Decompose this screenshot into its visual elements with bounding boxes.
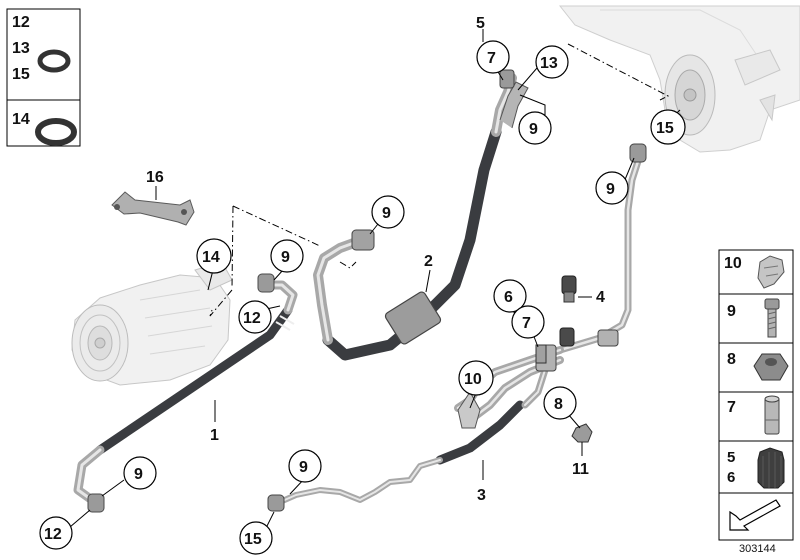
bolt-icon (764, 298, 780, 338)
callout-8: 8 (543, 386, 577, 420)
compressor-icon (71, 261, 233, 386)
callout-3: 3 (477, 487, 486, 504)
callout-13: 13 (535, 45, 569, 79)
callout-12: 12 (39, 516, 73, 550)
valve-core-icon (764, 395, 780, 435)
hose-1 (73, 273, 298, 513)
svg-text:1: 1 (210, 427, 219, 444)
callout-9: 9 (270, 239, 304, 273)
svg-text:2: 2 (424, 253, 433, 270)
kit-label-13: 13 (12, 40, 30, 57)
legend-frame (718, 249, 794, 541)
fitting-icon (597, 329, 619, 347)
svg-text:7: 7 (487, 50, 496, 67)
svg-text:7: 7 (522, 315, 531, 332)
callout-9: 9 (371, 195, 405, 229)
svg-text:3: 3 (477, 487, 486, 504)
legend-label-9: 9 (727, 303, 736, 320)
svg-text:15: 15 (656, 120, 674, 137)
svg-text:9: 9 (606, 181, 615, 198)
kit-label-15: 15 (12, 66, 30, 83)
pipe-3 (267, 329, 619, 512)
diagram-number: 303144 (739, 543, 776, 555)
callout-9: 9 (595, 171, 629, 205)
cap-icon (757, 447, 785, 489)
callout-6: 6 (493, 279, 527, 313)
small-o-ring-icon (37, 49, 71, 73)
callout-10: 10 (458, 360, 494, 396)
bracket-icon (111, 191, 195, 226)
svg-text:11: 11 (572, 461, 589, 478)
svg-text:9: 9 (134, 466, 143, 483)
callout-4: 4 (596, 289, 605, 306)
clip-icon (757, 255, 785, 289)
callout-9: 9 (123, 456, 157, 490)
legend-label-10: 10 (724, 255, 742, 272)
arrow-icon (729, 499, 781, 531)
leader-lines (69, 29, 681, 529)
large-o-ring-icon (35, 118, 77, 146)
hex-nut-icon (753, 353, 789, 381)
kit-label-14: 14 (12, 111, 30, 128)
callouts: 5 7 13 9 15 9 16 9 2 (39, 15, 686, 555)
legend-label-7: 7 (727, 399, 736, 416)
svg-text:9: 9 (529, 121, 538, 138)
svg-text:4: 4 (596, 289, 605, 306)
svg-text:12: 12 (44, 526, 62, 543)
callout-11: 11 (572, 461, 589, 478)
callout-15: 15 (650, 109, 686, 145)
callout-1: 1 (210, 427, 219, 444)
fitting-icon (87, 493, 105, 513)
relation-lines (209, 43, 670, 317)
svg-text:12: 12 (243, 310, 261, 327)
callout-2: 2 (424, 253, 433, 270)
callout-12: 12 (238, 300, 272, 334)
svg-text:9: 9 (382, 205, 391, 222)
svg-text:10: 10 (464, 371, 482, 388)
svg-text:14: 14 (202, 249, 220, 266)
callout-16: 16 (146, 169, 164, 186)
fitting-icon (267, 494, 285, 512)
callout-9: 9 (518, 111, 552, 145)
kit-label-12: 12 (12, 14, 30, 31)
callout-14: 14 (196, 238, 232, 274)
svg-text:15: 15 (244, 531, 262, 548)
fitting-icon (351, 229, 375, 251)
pressure-sensor-icon (559, 275, 577, 347)
callout-7: 7 (476, 40, 510, 74)
fitting-icon (257, 273, 275, 293)
callout-9: 9 (288, 449, 322, 483)
svg-text:6: 6 (504, 289, 513, 306)
legend-label-8: 8 (727, 351, 736, 368)
svg-text:9: 9 (299, 459, 308, 476)
kit-panel: 12 13 15 14 (6, 8, 81, 147)
hose-2 (313, 69, 529, 361)
callout-5: 5 (476, 15, 485, 32)
hose-clamp-icon (384, 291, 442, 345)
hex-nut-icon (571, 423, 593, 443)
legend-label-5: 5 (727, 449, 735, 466)
legend-panel: 10 9 8 7 5 6 (718, 249, 794, 541)
svg-text:5: 5 (476, 15, 485, 32)
clip-icon (457, 391, 481, 429)
legend-label-6: 6 (727, 469, 735, 486)
svg-text:9: 9 (281, 249, 290, 266)
callout-15: 15 (239, 521, 273, 555)
callout-7: 7 (511, 305, 545, 339)
svg-text:16: 16 (146, 169, 164, 186)
valve-icon (535, 344, 547, 364)
fitting-icon (499, 69, 515, 89)
fitting-icon (629, 143, 647, 163)
svg-text:8: 8 (554, 396, 563, 413)
svg-text:13: 13 (540, 55, 558, 72)
